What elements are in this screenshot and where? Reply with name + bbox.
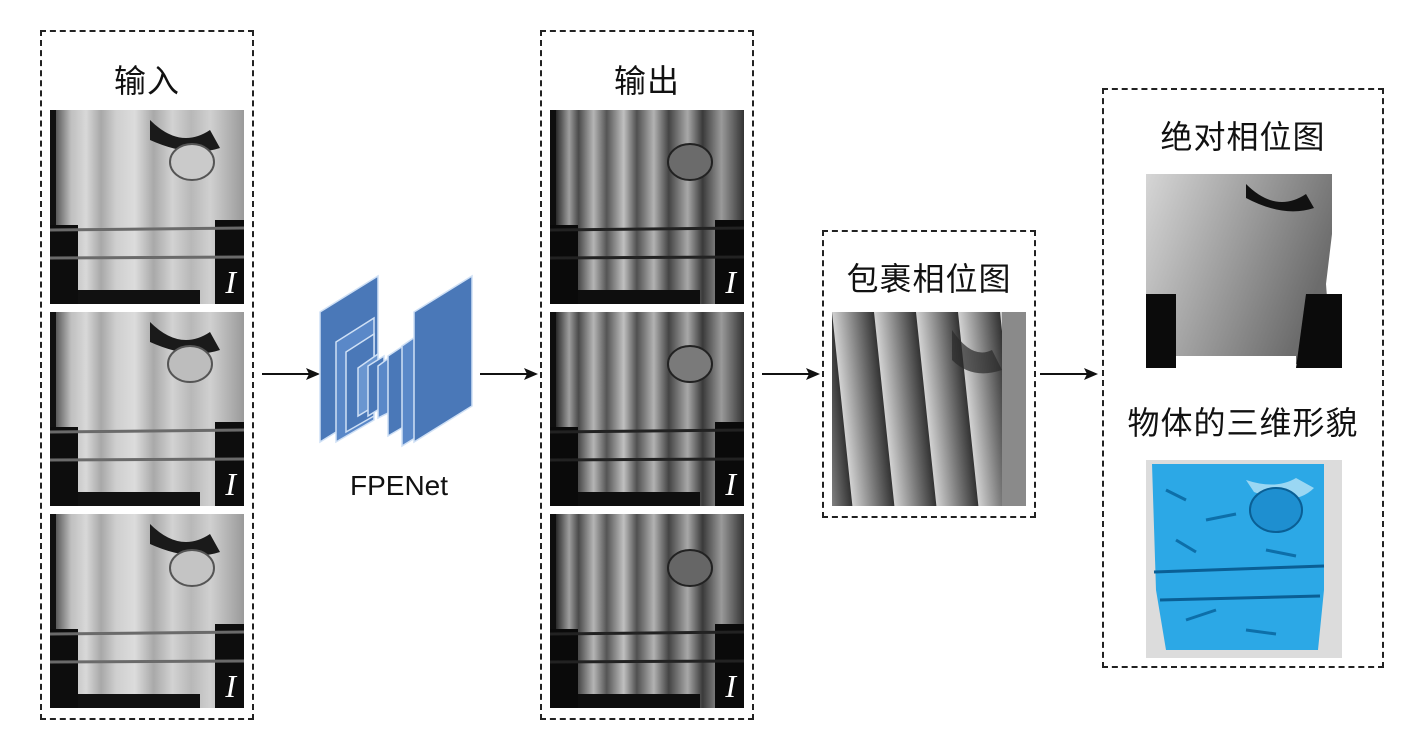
absolute-phase-map [1146, 174, 1342, 368]
input-title: 输入 [113, 62, 180, 100]
wrapped-phase-pattern [832, 312, 1026, 506]
input-group: 输入 IC1 IC2 [40, 30, 254, 720]
result-group: 绝对相位图 物体的三维形貌 [1102, 88, 1384, 668]
input-label-1: IC1 [225, 264, 236, 300]
output-title: 输出 [613, 62, 680, 100]
arrow-icon [762, 368, 820, 380]
wrapped-phase-title: 包裹相位图 [846, 260, 1012, 298]
input-label-2: IC2 [225, 466, 236, 502]
fringe-image [50, 514, 244, 708]
output-image-1: Iout1 [550, 110, 744, 304]
input-image-3: IC3 [50, 514, 244, 708]
3d-shape-render [1146, 460, 1342, 658]
output-label-3: Iout3 [725, 668, 736, 704]
input-label-3: IC3 [225, 668, 236, 704]
arrow-icon [262, 368, 320, 380]
output-image-3: Iout3 [550, 514, 744, 708]
output-image-2: Iout2 [550, 312, 744, 506]
output-group: 输出 Iout1 Iout2 [540, 30, 754, 720]
input-image-1: IC1 [50, 110, 244, 304]
arrow-icon [1040, 368, 1098, 380]
absolute-phase-image [1146, 174, 1342, 368]
fringe-image [550, 312, 744, 506]
fringe-image [550, 514, 744, 708]
output-label-2: Iout2 [725, 466, 736, 502]
fringe-image [550, 110, 744, 304]
input-image-2: IC2 [50, 312, 244, 506]
network-icon [319, 274, 473, 448]
shape-image [1146, 460, 1342, 658]
fringe-image [50, 110, 244, 304]
arrow-icon [480, 368, 538, 380]
wrapped-phase-image [832, 312, 1026, 506]
wrapped-phase-group: 包裹相位图 [822, 230, 1036, 518]
absolute-phase-title: 绝对相位图 [1160, 118, 1326, 156]
output-label-1: Iout1 [725, 264, 736, 300]
network-name: FPENet [349, 470, 449, 501]
fringe-image [50, 312, 244, 506]
shape-title: 物体的三维形貌 [1127, 404, 1359, 442]
